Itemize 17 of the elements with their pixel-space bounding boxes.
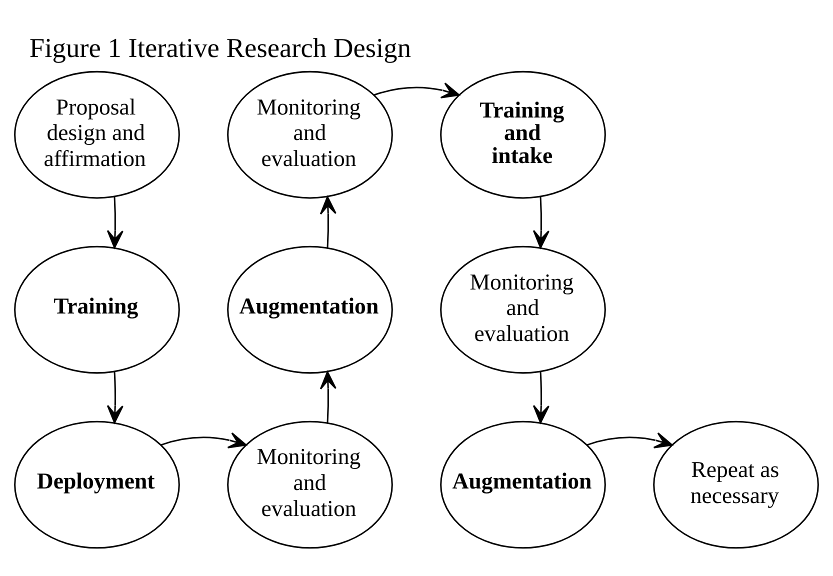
arrow xyxy=(374,82,460,98)
node-ellipse: Training xyxy=(14,245,180,374)
node-ellipse: Augmentation xyxy=(227,245,393,374)
arrow xyxy=(106,196,124,248)
node-ellipse: Proposal design and affirmation xyxy=(14,70,180,198)
arrow xyxy=(532,196,550,248)
node-ellipse: Deployment xyxy=(14,420,180,548)
arrow xyxy=(320,370,336,422)
node-ellipse: Monitoring and evaluation xyxy=(227,70,393,198)
arrow xyxy=(160,432,247,448)
arrow xyxy=(106,371,124,423)
arrow xyxy=(320,196,336,248)
arrow xyxy=(532,371,550,423)
arrow xyxy=(586,432,673,448)
node-ellipse: Monitoring and evaluation xyxy=(440,245,606,374)
node-ellipse: Augmentation xyxy=(440,420,606,548)
diagram-title: Figure 1 Iterative Research Design xyxy=(29,32,412,63)
